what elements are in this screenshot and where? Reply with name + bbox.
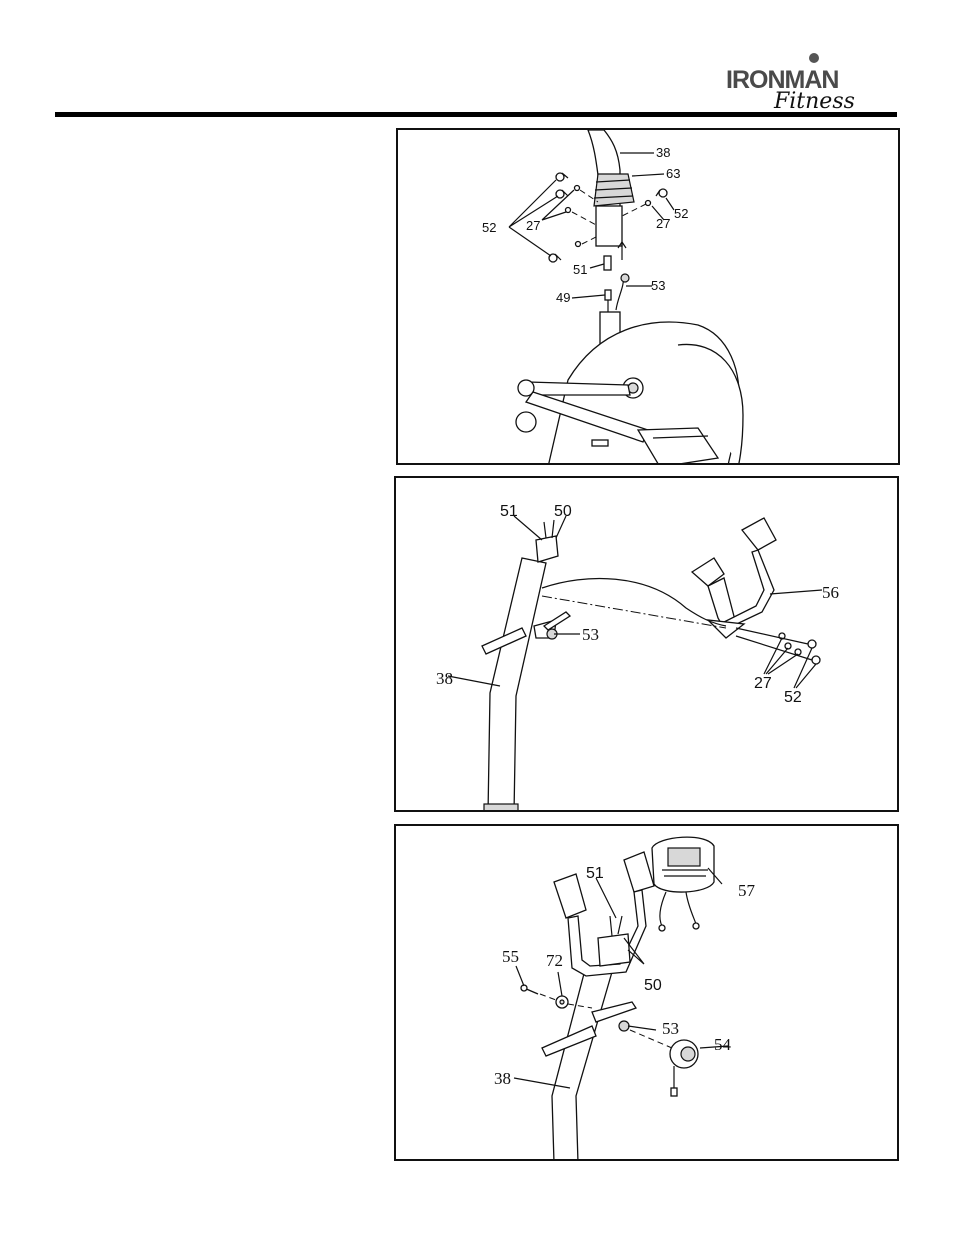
figure-2-drawing: 51 50 56 53 38 27 52 <box>396 478 899 812</box>
ironman-fitness-logo: IRONMAN Fitness <box>722 52 882 114</box>
label-52-right: 52 <box>674 206 688 221</box>
knob <box>516 412 536 432</box>
figure-3-drawing: 51 57 55 72 50 53 54 38 <box>396 826 899 1161</box>
handle-right <box>624 852 654 892</box>
logo-dot <box>809 53 819 63</box>
console-57 <box>652 837 714 931</box>
label-27: 27 <box>754 675 772 692</box>
figure-1-drawing: 38 63 52 27 52 27 51 53 49 <box>398 130 900 465</box>
label-72: 72 <box>546 951 563 970</box>
label-38: 38 <box>494 1069 511 1088</box>
washer-27-left-group <box>566 186 581 247</box>
wire-51 <box>610 916 622 936</box>
bolt-52-left-group <box>549 173 568 262</box>
sensor-53 <box>619 1021 629 1031</box>
label-38: 38 <box>656 145 670 160</box>
lower-tube <box>596 206 622 246</box>
label-56: 56 <box>822 583 839 602</box>
label-51: 51 <box>500 503 518 520</box>
label-51: 51 <box>573 262 587 277</box>
figure-1-upright-post: 38 63 52 27 52 27 51 53 49 <box>396 128 900 465</box>
label-27-left: 27 <box>526 218 540 233</box>
label-50: 50 <box>644 977 662 994</box>
label-50: 50 <box>554 503 572 520</box>
label-54: 54 <box>714 1035 732 1054</box>
logo-sub: Fitness <box>773 89 855 114</box>
upright-tube-38 <box>552 966 612 1161</box>
label-27-right: 27 <box>656 216 670 231</box>
label-57: 57 <box>738 881 756 900</box>
handlebar-56 <box>692 518 776 638</box>
label-53: 53 <box>662 1019 679 1038</box>
label-63: 63 <box>666 166 680 181</box>
wire-51 <box>544 520 554 538</box>
washer-27-right <box>646 201 651 206</box>
label-49: 49 <box>556 290 570 305</box>
header-rule <box>55 112 897 117</box>
figure-3-console: 51 57 55 72 50 53 54 38 <box>394 824 899 1161</box>
tension-knob-54 <box>670 1040 698 1096</box>
cable <box>542 578 726 626</box>
bracket-50 <box>536 536 558 562</box>
figure-2-handlebar: 51 50 56 53 38 27 52 <box>394 476 899 812</box>
label-53: 53 <box>582 625 599 644</box>
handle-left <box>554 874 586 918</box>
label-55: 55 <box>502 947 519 966</box>
label-38: 38 <box>436 669 453 688</box>
label-53: 53 <box>651 278 665 293</box>
label-52-left: 52 <box>482 220 496 235</box>
label-52: 52 <box>784 689 802 706</box>
wire-connector-51 <box>604 256 611 270</box>
label-51: 51 <box>586 865 604 882</box>
